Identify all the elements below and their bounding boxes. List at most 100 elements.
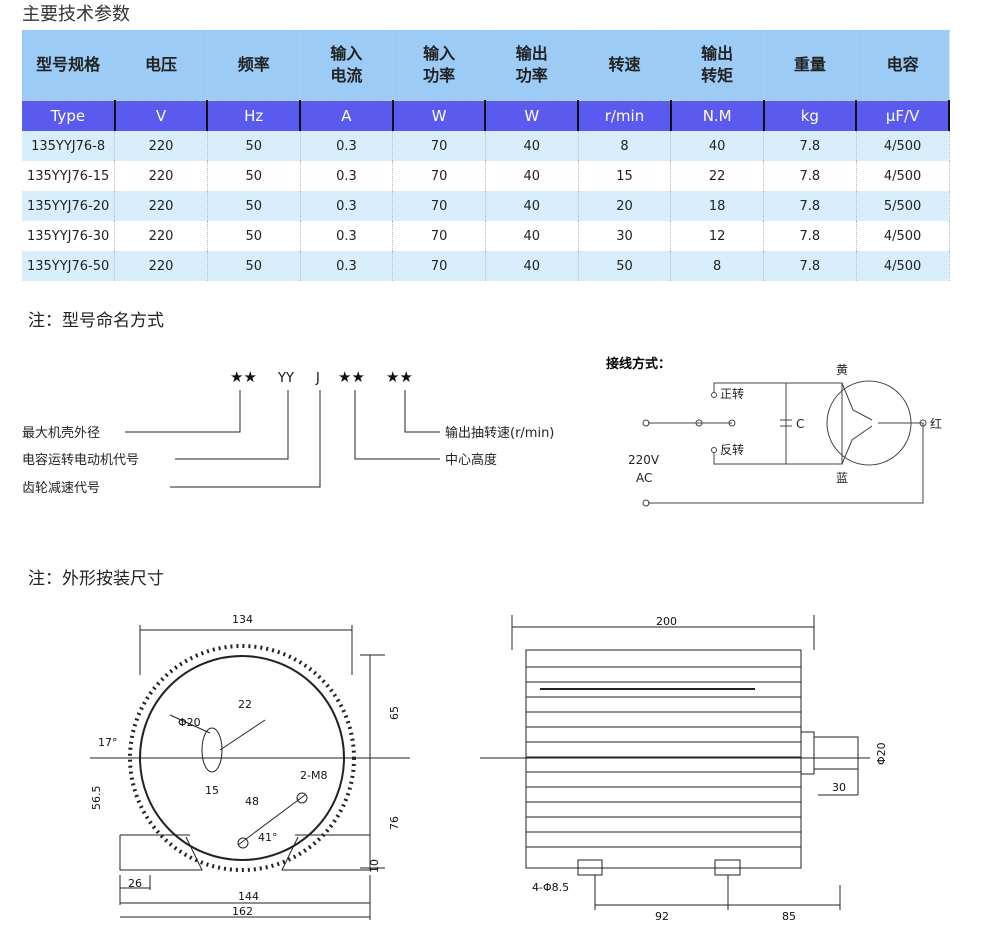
table-cell: 50	[207, 251, 301, 281]
drawing-line	[642, 419, 650, 427]
table-cell: 220	[114, 191, 208, 221]
table-cell: 4/500	[856, 131, 950, 161]
table-cell: 70	[392, 251, 486, 281]
drawing-line	[642, 499, 650, 507]
drawing-line	[728, 419, 736, 427]
table-cell: 135YYJ76-15	[22, 161, 116, 191]
drawing-line: 正转 反转 C 220V AC 黄 蓝 红	[628, 363, 942, 485]
table-cell: 40	[485, 221, 579, 251]
table-cell: 12	[670, 221, 764, 251]
dim-76: 76	[388, 816, 401, 830]
drawing-line	[711, 392, 717, 398]
drawing-line: 134 Φ20 22 17° 15 2-M8 48 41° 56.5 65 76…	[90, 613, 401, 918]
table-cell: 30	[578, 221, 672, 251]
dim-134: 134	[232, 613, 253, 626]
drawing-line	[170, 390, 321, 488]
dim-17deg: 17°	[98, 736, 118, 749]
dim-41deg: 41°	[258, 831, 278, 844]
table-cell: 40	[485, 251, 579, 281]
part-j: J	[315, 371, 320, 386]
table-cell: 135YYJ76-30	[22, 221, 116, 251]
drawing-line	[642, 380, 927, 507]
unit-cell: r/min	[578, 100, 672, 131]
voltage-label: 220V	[628, 453, 660, 467]
column-header: 型号规格	[22, 30, 116, 101]
table-cell: 50	[207, 221, 301, 251]
dim-200: 200	[656, 615, 677, 628]
red-label: 红	[930, 416, 942, 431]
drawing-line	[525, 649, 802, 869]
table-cell: 40	[485, 161, 579, 191]
table-cell: 0.3	[300, 191, 394, 221]
table-cell: 8	[578, 131, 672, 161]
dim-22: 22	[238, 698, 252, 711]
table-cell: 40	[670, 131, 764, 161]
dim-2m8: 2-M8	[300, 769, 327, 782]
column-header: 输出 功率	[485, 30, 579, 101]
drawing-line	[237, 837, 249, 849]
dim-162: 162	[232, 905, 253, 918]
unit-cell: Hz	[207, 100, 302, 131]
table-cell: 50	[207, 191, 301, 221]
table-cell: 220	[114, 161, 208, 191]
drawing-line	[695, 419, 703, 427]
column-header: 输入 功率	[392, 30, 486, 101]
part-center-height: ★★	[338, 368, 365, 386]
reverse-label: 反转	[720, 442, 744, 457]
unit-cell: kg	[763, 100, 858, 131]
drawing-line: 最大机壳外径 电容运转电动机代号 齿轮减速代号 输出抽转速(r/min) 中心高…	[22, 425, 554, 496]
drawing-line	[713, 382, 843, 465]
drawing-line	[526, 666, 801, 848]
side-view-drawing: 200 Φ20 30 4-Φ8.5 92 85	[480, 615, 888, 923]
drawing-line: 200 Φ20 30 4-Φ8.5 92 85	[532, 615, 888, 923]
label-outer-diameter: 最大机壳外径	[22, 426, 100, 441]
table-cell: 4/500	[856, 221, 950, 251]
dim-26: 26	[128, 877, 142, 890]
naming-title: 注：型号命名方式	[28, 311, 164, 331]
drawing-line	[296, 792, 308, 804]
naming-diagram: ★★ YY J ★★ ★★ 最大机壳外径 电容运转电动机代号 齿轮减速代号 输出…	[22, 368, 554, 496]
drawing-line	[648, 382, 924, 504]
column-header: 电容	[856, 30, 950, 101]
unit-cell: Type	[22, 100, 116, 131]
table-cell: 15	[578, 161, 672, 191]
drawing-line	[201, 727, 223, 773]
label-capacitor-motor: 电容运转电动机代号	[22, 452, 139, 468]
drawing-line	[813, 736, 859, 770]
dims-title: 注：外形按装尺寸	[28, 569, 164, 589]
drawing-line	[237, 794, 306, 846]
drawing-line	[169, 714, 266, 751]
part-outer-diameter: ★★	[230, 368, 257, 386]
blue-label: 蓝	[836, 471, 848, 485]
table-cell: 4/500	[856, 251, 950, 281]
dim-phi20: Φ20	[178, 716, 201, 729]
dim-144: 144	[238, 890, 259, 903]
dim-15: 15	[205, 784, 219, 797]
unit-cell: N.M	[670, 100, 765, 131]
table-cell: 7.8	[763, 221, 857, 251]
yellow-label: 黄	[836, 363, 848, 377]
unit-cell: A	[300, 100, 394, 131]
table-cell: 22	[670, 161, 764, 191]
dim-shaft-phi20: Φ20	[875, 742, 888, 765]
table-cell: 8	[670, 251, 764, 281]
drawing-line	[125, 390, 440, 488]
drawing-line: ★★ YY J ★★ ★★	[230, 368, 413, 386]
drawing-line	[354, 390, 440, 460]
column-header: 电压	[114, 30, 208, 101]
table-cell: 70	[392, 161, 486, 191]
unit-cell: V	[114, 100, 209, 131]
capacitor-label: C	[796, 417, 804, 431]
table-cell: 50	[207, 131, 301, 161]
front-view-drawing: 134 Φ20 22 17° 15 2-M8 48 41° 56.5 65 76…	[90, 613, 410, 920]
table-cell: 220	[114, 221, 208, 251]
section-title: 主要技术参数	[22, 4, 130, 25]
table-cell: 0.3	[300, 221, 394, 251]
column-header: 重量	[763, 30, 857, 101]
drawing-line	[480, 615, 870, 910]
drawing-line	[404, 390, 440, 433]
